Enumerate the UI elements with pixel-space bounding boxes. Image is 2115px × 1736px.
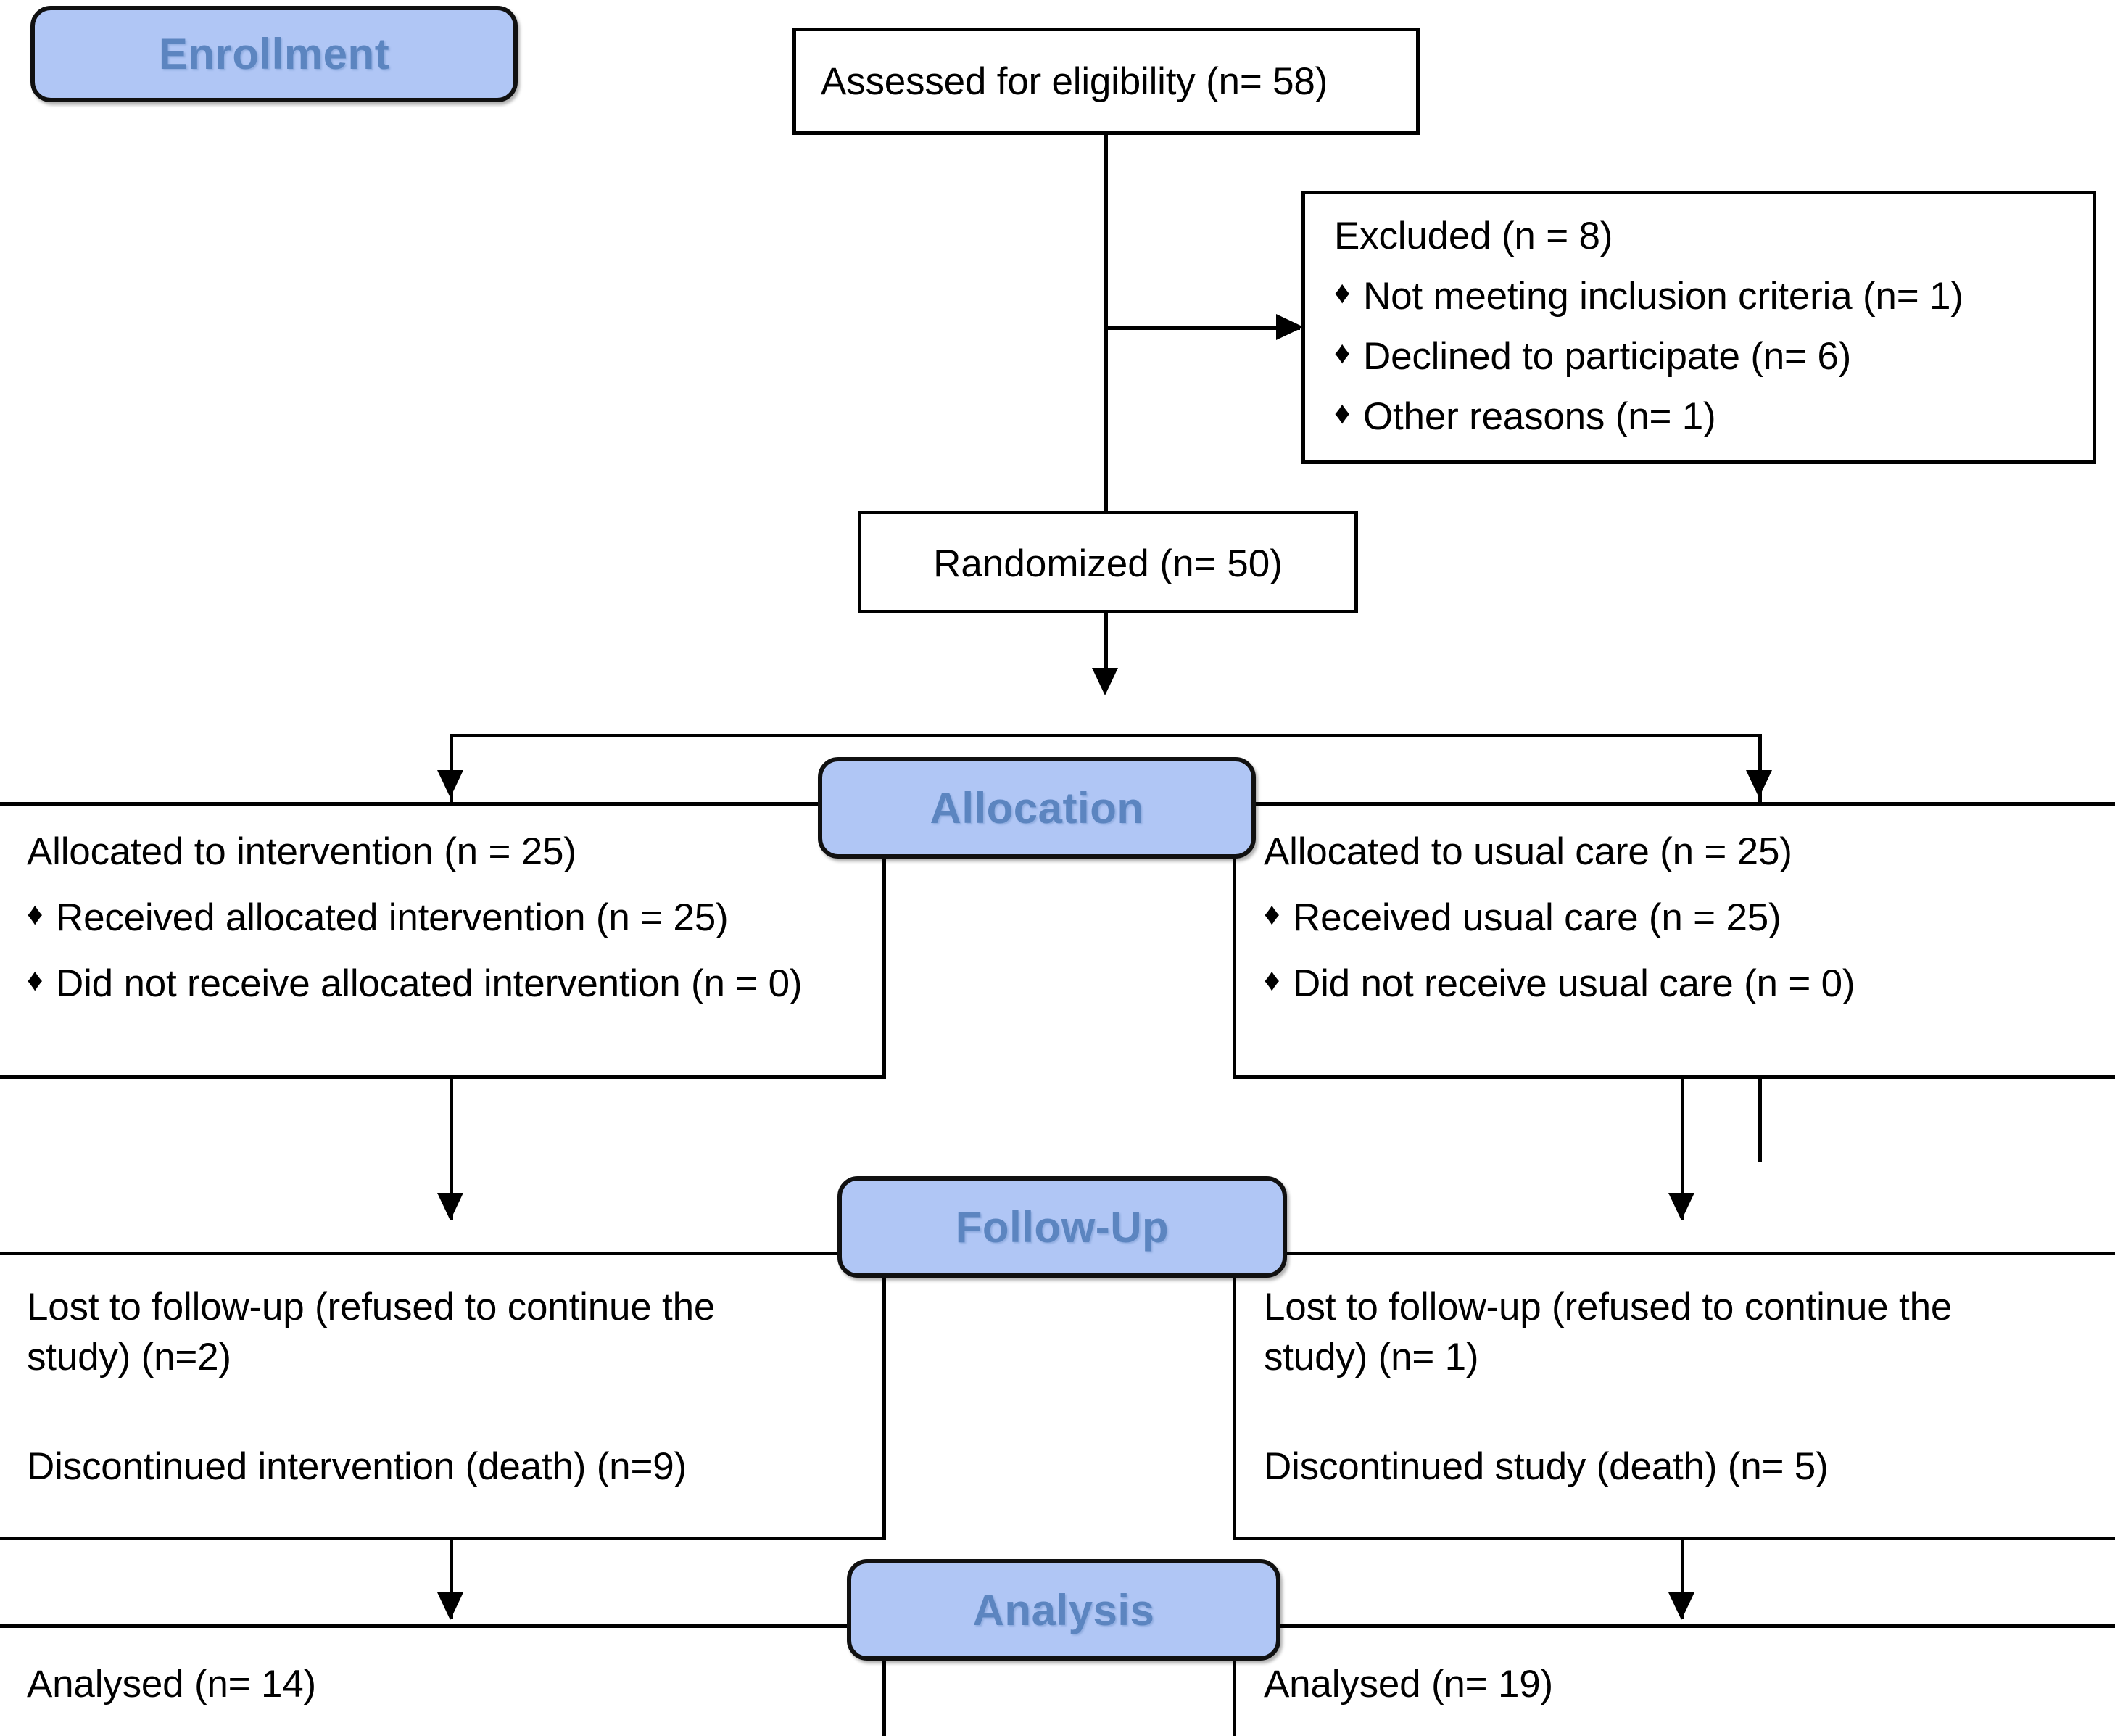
- excluded-heading: Excluded (n = 8): [1334, 215, 1613, 257]
- allocation-left-bullet-item: ♦ Did not receive allocated intervention…: [27, 959, 871, 1009]
- phase-label-enrollment: Enrollment: [30, 6, 518, 102]
- analysed-left-text: Analysed (n= 14): [27, 1663, 316, 1706]
- arrow-to-right-followup-icon: [1668, 1193, 1694, 1220]
- phase-label-allocation-text: Allocation: [930, 783, 1144, 832]
- allocation-right-heading: Allocated to usual care (n = 25): [1264, 830, 1792, 873]
- allocation-left-heading: Allocated to intervention (n = 25): [27, 830, 576, 873]
- followup-right-lost: Lost to follow-up (refused to continue t…: [1264, 1286, 1953, 1379]
- diamond-bullet-icon: ♦: [1264, 962, 1280, 998]
- allocation-left-bullet-item: ♦ Received allocated intervention (n = 2…: [27, 893, 871, 943]
- allocation-right-bullet-item: ♦ Received usual care (n = 25): [1264, 893, 2104, 943]
- excluded-reason-text: Not meeting inclusion criteria (n= 1): [1363, 274, 1963, 318]
- phase-label-followup-text: Follow-Up: [955, 1202, 1170, 1252]
- diamond-bullet-icon: ♦: [27, 896, 44, 932]
- box-allocated-intervention: Allocated to intervention (n = 25) ♦ Rec…: [0, 802, 886, 1079]
- connector-randomized-stem: [1104, 613, 1108, 682]
- phase-label-analysis-text: Analysis: [972, 1585, 1155, 1634]
- arrow-to-left-followup-icon: [437, 1193, 463, 1220]
- allocation-left-bullet-text: Did not receive allocated intervention (…: [56, 962, 803, 1005]
- assessed-for-eligibility-text: Assessed for eligibility (n= 58): [821, 60, 1328, 103]
- allocation-left-bullet-text: Received allocated intervention (n = 25): [56, 896, 729, 939]
- arrow-to-excluded-icon: [1276, 314, 1304, 340]
- connector-assessed-to-excluded: [1104, 326, 1300, 330]
- connector-allocation-split-bar: [450, 734, 1758, 737]
- connector-right-allocation-to-followup: [1681, 1079, 1684, 1220]
- allocation-right-bullet-text: Received usual care (n = 25): [1293, 896, 1781, 939]
- diamond-bullet-icon: ♦: [1334, 274, 1351, 310]
- excluded-reason-text: Declined to participate (n= 6): [1363, 334, 1852, 378]
- box-followup-usual-care: Lost to follow-up (refused to continue t…: [1233, 1252, 2115, 1540]
- box-randomized: Randomized (n= 50): [858, 511, 1358, 613]
- connector-assessed-to-randomized: [1104, 135, 1108, 511]
- diamond-bullet-icon: ♦: [1334, 394, 1351, 431]
- followup-left-lost: Lost to follow-up (refused to continue t…: [27, 1286, 716, 1379]
- phase-label-enrollment-text: Enrollment: [158, 30, 390, 78]
- connector-right-followup-to-analysis: [1681, 1540, 1684, 1619]
- box-followup-intervention: Lost to follow-up (refused to continue t…: [0, 1252, 886, 1540]
- box-assessed-for-eligibility: Assessed for eligibility (n= 58): [792, 28, 1420, 135]
- arrow-to-left-allocation-icon: [437, 770, 463, 798]
- diamond-bullet-icon: ♦: [1264, 896, 1280, 932]
- excluded-content: Excluded (n = 8) ♦ Not meeting inclusion…: [1334, 212, 2078, 442]
- connector-left-followup-to-analysis: [450, 1540, 453, 1619]
- excluded-reason-item: ♦ Declined to participate (n= 6): [1334, 332, 2078, 382]
- followup-right-discontinued: Discontinued study (death) (n= 5): [1264, 1445, 1829, 1488]
- arrow-randomized-split-icon: [1092, 668, 1118, 695]
- excluded-reason-item: ♦ Other reasons (n= 1): [1334, 392, 2078, 442]
- box-analysed-usual-care: Analysed (n= 19): [1233, 1624, 2115, 1736]
- arrow-to-right-analysis-icon: [1668, 1592, 1694, 1620]
- connector-left-allocation-to-followup: [450, 1079, 453, 1220]
- allocation-right-content: Allocated to usual care (n = 25) ♦ Recei…: [1264, 827, 2104, 1009]
- excluded-reason-text: Other reasons (n= 1): [1363, 394, 1716, 438]
- diamond-bullet-icon: ♦: [27, 962, 44, 998]
- followup-left-discontinued: Discontinued intervention (death) (n=9): [27, 1445, 687, 1488]
- allocation-left-content: Allocated to intervention (n = 25) ♦ Rec…: [27, 827, 871, 1009]
- box-excluded: Excluded (n = 8) ♦ Not meeting inclusion…: [1301, 191, 2096, 464]
- phase-label-analysis: Analysis: [847, 1559, 1280, 1661]
- phase-label-allocation: Allocation: [818, 757, 1256, 859]
- arrow-to-left-analysis-icon: [437, 1592, 463, 1620]
- allocation-right-bullet-item: ♦ Did not receive usual care (n = 0): [1264, 959, 2104, 1009]
- diamond-bullet-icon: ♦: [1334, 334, 1351, 371]
- box-analysed-intervention: Analysed (n= 14): [0, 1624, 886, 1736]
- phase-label-followup: Follow-Up: [837, 1176, 1287, 1278]
- randomized-text: Randomized (n= 50): [933, 542, 1283, 585]
- box-allocated-usual-care: Allocated to usual care (n = 25) ♦ Recei…: [1233, 802, 2115, 1079]
- excluded-reason-item: ♦ Not meeting inclusion criteria (n= 1): [1334, 272, 2078, 322]
- analysed-right-text: Analysed (n= 19): [1264, 1663, 1553, 1706]
- allocation-right-bullet-text: Did not receive usual care (n = 0): [1293, 962, 1855, 1005]
- arrow-to-right-allocation-icon: [1746, 770, 1772, 798]
